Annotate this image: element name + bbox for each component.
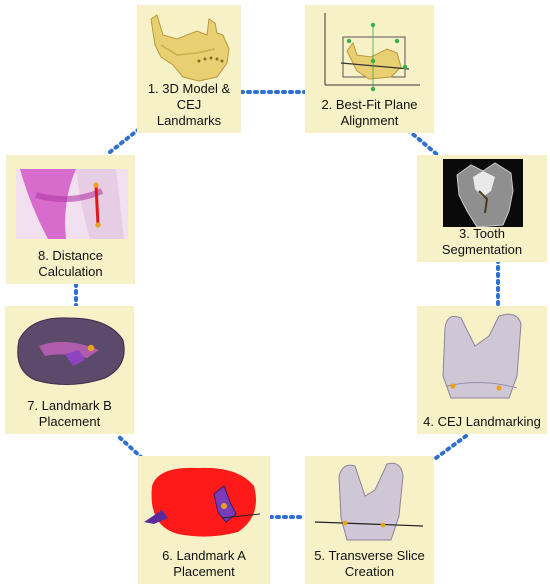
connector-4-5 [434,434,468,460]
connector-2-3 [406,128,442,159]
step-7-box: 7. Landmark B Placement [5,306,134,434]
distance-icon [16,169,128,239]
landmark-a-icon [144,467,261,537]
step-2-label: 2. Best-Fit Plane Alignment [321,97,418,128]
step-4-box: 4. CEJ Landmarking [417,306,547,434]
step-1-box: 1. 3D Model & CEJ Landmarks [137,5,241,133]
step-2-box: 2. Best-Fit Plane Alignment [305,5,434,133]
tooth-cej-icon [442,313,522,399]
step-4-label: 4. CEJ Landmarking [423,414,541,429]
tooth-slice-icon [314,462,424,541]
step-5-box: 5. Transverse Slice Creation [305,456,434,584]
step-8-label: 8. Distance Calculation [37,248,104,279]
jaw-3d-model-icon [150,14,230,82]
step-7-label: 7. Landmark B Placement [27,398,112,429]
connector-8-1 [108,128,140,154]
tooth-ct-slice-icon [443,159,523,227]
step-3-box: 3. Tooth Segmentation [417,155,547,262]
step-6-label: 6. Landmark A Placement [162,548,246,579]
step-6-box: 6. Landmark A Placement [138,456,270,584]
step-1-label: 1. 3D Model & CEJ Landmarks [147,81,231,128]
landmark-b-icon [17,317,125,386]
connector-6-7 [116,434,144,460]
step-8-box: 8. Distance Calculation [6,155,135,284]
plane-alignment-icon [324,13,420,92]
step-3-label: 3. Tooth Segmentation [441,226,523,257]
step-5-label: 5. Transverse Slice Creation [314,548,425,579]
